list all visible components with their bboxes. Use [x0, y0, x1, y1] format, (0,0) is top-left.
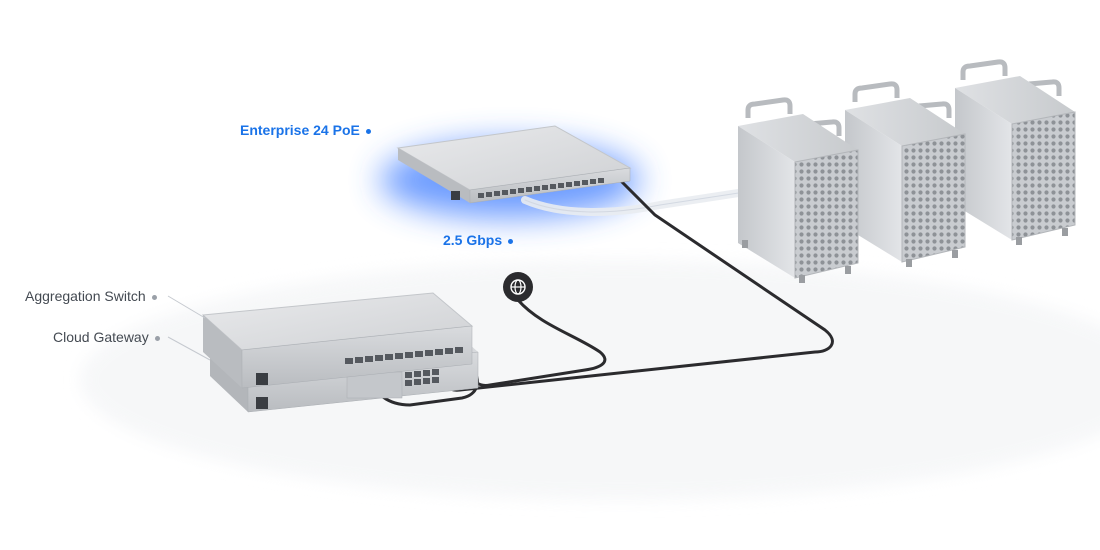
aggregation-switch-device — [201, 292, 474, 389]
link-speed-label-dot — [508, 238, 514, 244]
enterprise-24-poe-switch — [396, 125, 632, 204]
label-leaders — [167, 295, 211, 361]
cloud-gateway-label-text: Cloud Gateway — [53, 329, 149, 345]
globe-icon — [503, 272, 533, 302]
aggregation-switch-label-text: Aggregation Switch — [25, 288, 146, 304]
link-speed-label-text: 2.5 Gbps — [443, 232, 503, 248]
cloud-gateway-label: Cloud Gateway — [53, 329, 160, 345]
server-tower-3 — [955, 59, 1076, 245]
aggregation-switch-label: Aggregation Switch — [25, 288, 157, 304]
enterprise-switch-label-dot — [365, 128, 371, 134]
aggregation-switch-label-dot — [151, 294, 157, 300]
link-speed-label: 2.5 Gbps — [443, 232, 514, 248]
enterprise-switch-label-text: Enterprise 24 PoE — [240, 122, 360, 138]
enterprise-switch-label: Enterprise 24 PoE — [240, 122, 371, 138]
server-tower-1 — [738, 97, 859, 283]
server-tower-2 — [845, 81, 966, 267]
cloud-gateway-label-dot — [154, 335, 160, 341]
